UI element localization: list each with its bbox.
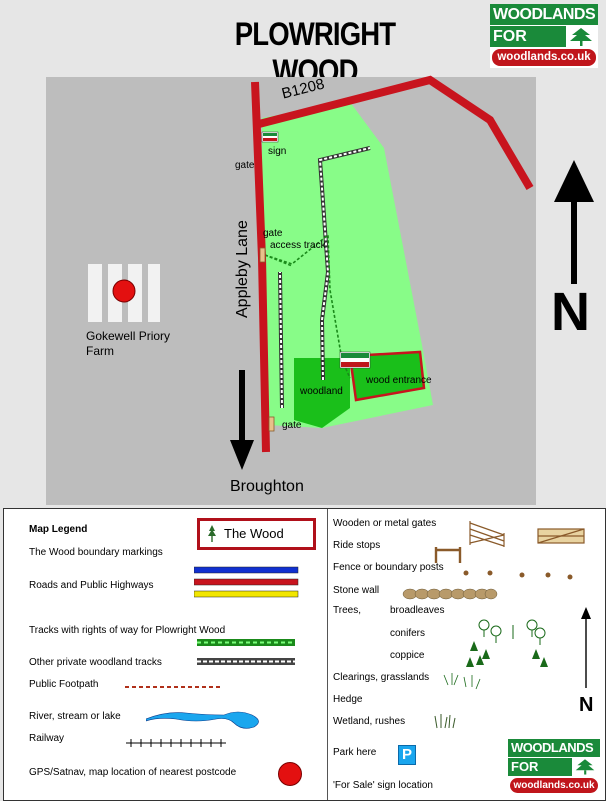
legend-item-trees: Trees, xyxy=(333,605,361,616)
fence-post-icon xyxy=(463,570,573,580)
legend-item-river: River, stream or lake xyxy=(29,711,121,722)
tree-icon xyxy=(575,759,595,775)
the-wood-label: The Wood xyxy=(224,526,284,541)
postcode-marker-icon xyxy=(278,762,302,786)
road-label-appleby-lane: Appleby Lane xyxy=(234,220,251,318)
woodlands-logo-bottom[interactable]: WOODLANDS FOR SALE woodlands.co.uk xyxy=(508,739,600,795)
ride-stop-icon xyxy=(434,547,462,563)
map-area xyxy=(46,75,594,505)
woodlands-logo-top[interactable]: WOODLANDS FOR SALE woodlands.co.uk xyxy=(490,4,598,68)
logo-url: woodlands.co.uk xyxy=(492,49,596,66)
legend-item-boundary: The Wood boundary markings xyxy=(29,547,163,558)
railway-swatch xyxy=(126,739,226,747)
legend-item-park: Park here xyxy=(333,747,377,758)
gate-icon xyxy=(469,521,585,547)
tree-icon xyxy=(208,525,216,542)
the-wood-box: The Wood xyxy=(197,518,316,550)
legend-item-conifers: conifers xyxy=(390,628,426,639)
legend-item-fence: Fence or boundary posts xyxy=(333,562,444,573)
river-swatch xyxy=(146,711,259,729)
gate-icon xyxy=(259,247,266,263)
woodland-block xyxy=(294,358,350,428)
legend-item-clearings: Clearings, grasslands xyxy=(333,672,430,683)
legend-item-broadleaves: broadleaves xyxy=(390,605,445,616)
north-arrow-icon xyxy=(554,160,594,202)
footpath-swatch xyxy=(125,686,223,688)
legend-item-railway: Railway xyxy=(29,733,65,744)
logo-url: woodlands.co.uk xyxy=(510,778,598,793)
parking-icon: P xyxy=(398,745,416,765)
gate-label-1: gate xyxy=(235,160,255,171)
north-label: N xyxy=(551,282,590,342)
legend-item-access-tracks: Tracks with rights of way for Plowright … xyxy=(29,625,226,636)
north-arrow-icon xyxy=(581,607,591,688)
page-title: PLOWRIGHT WOOD xyxy=(234,16,396,89)
gate-label-2: gate xyxy=(263,228,283,239)
farm-label: Gokewell Priory Farm xyxy=(86,329,171,358)
logo-line1: WOODLANDS xyxy=(490,4,598,25)
legend-item-private-tracks: Other private woodland tracks xyxy=(29,657,162,668)
town-label-broughton: Broughton xyxy=(230,478,304,495)
access-track-line xyxy=(264,233,351,379)
legend-item-wetland: Wetland, rushes xyxy=(333,716,406,727)
wood-entrance-label: wood entrance xyxy=(366,375,432,386)
gate-icon xyxy=(268,416,275,432)
for-sale-sign-icon xyxy=(261,131,279,143)
legend-heading: Map Legend xyxy=(29,524,88,535)
woodland-label: woodland xyxy=(300,386,343,397)
legend-item-roads: Roads and Public Highways xyxy=(29,580,154,591)
legend-north-label: N xyxy=(579,694,594,716)
south-arrow-icon xyxy=(239,370,245,442)
wood-parcel xyxy=(262,102,433,428)
logo-line1: WOODLANDS xyxy=(508,739,600,757)
private-track-swatch xyxy=(197,658,295,665)
legend-item-coppice: coppice xyxy=(390,650,425,661)
access-track-label: access track xyxy=(270,240,326,251)
legend-item-hedge: Hedge xyxy=(333,694,363,705)
legend-item-for-sale-sign: 'For Sale' sign location xyxy=(333,780,433,791)
legend-divider xyxy=(327,509,328,800)
trees-icon xyxy=(443,619,548,690)
stone-wall-icon xyxy=(402,588,498,600)
legend-item-gates: Wooden or metal gates xyxy=(333,518,437,529)
parking-symbol: P xyxy=(401,746,412,763)
postcode-location-marker xyxy=(112,279,136,303)
legend-item-postcode: GPS/Satnav, map location of nearest post… xyxy=(29,767,237,778)
logo-line2: FOR SALE xyxy=(508,758,572,792)
roads-swatch xyxy=(194,566,299,598)
map-legend: Map Legend The Wood The Wood boundary ma… xyxy=(3,508,606,801)
sign-label: sign xyxy=(268,146,287,157)
access-track-swatch xyxy=(197,639,295,646)
legend-item-footpath: Public Footpath xyxy=(29,679,99,690)
tree-icon xyxy=(570,28,592,46)
gate-label-3: gate xyxy=(282,420,302,431)
wetland-icon xyxy=(434,714,456,729)
road-b1208 xyxy=(258,75,534,191)
legend-item-stone-wall: Stone wall xyxy=(333,585,380,596)
legend-item-ride-stops: Ride stops xyxy=(333,540,381,551)
